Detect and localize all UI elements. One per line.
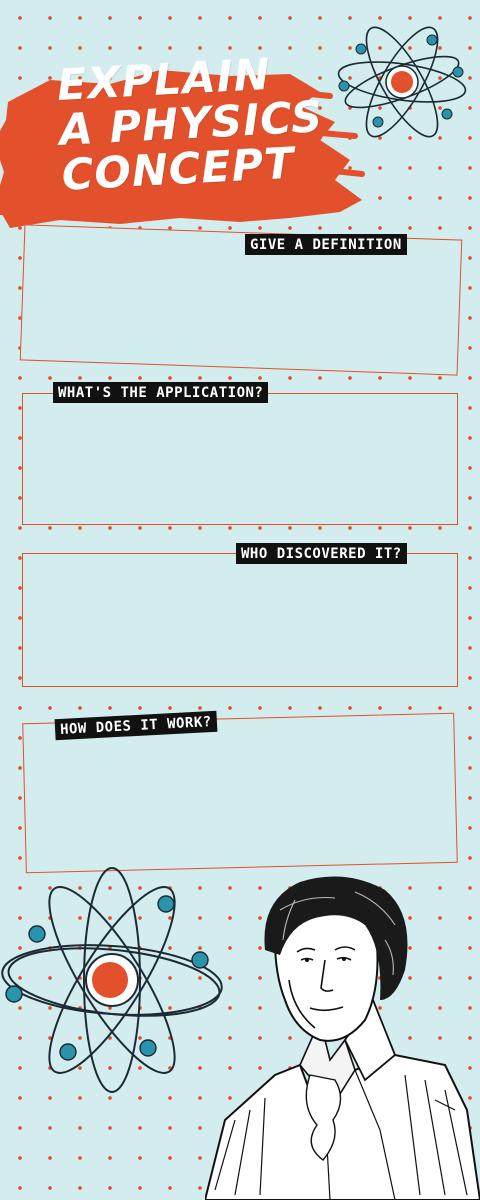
scientist-portrait bbox=[205, 876, 480, 1200]
discovered-label: WHO DISCOVERED IT? bbox=[236, 543, 407, 564]
atom-icon bbox=[337, 26, 467, 138]
application-box[interactable] bbox=[22, 393, 458, 525]
discovered-box[interactable] bbox=[22, 553, 458, 687]
atom-icon bbox=[1, 867, 223, 1093]
application-label: WHAT'S THE APPLICATION? bbox=[53, 382, 269, 403]
title-brush-stroke bbox=[0, 70, 365, 228]
definition-label: GIVE A DEFINITION bbox=[245, 234, 407, 255]
